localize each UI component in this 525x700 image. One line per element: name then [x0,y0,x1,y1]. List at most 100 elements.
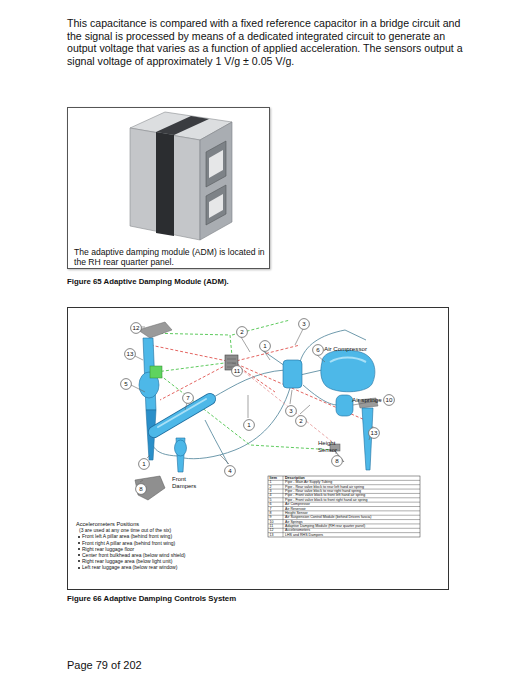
table-cell: 13 [270,533,274,537]
table-cell: 10 [270,520,274,524]
connector-socket [206,141,226,187]
note-row: Right rear luggage floor [76,546,251,552]
control-module [150,366,162,378]
callout-number: 12 [126,322,146,334]
table-cell: Item [270,476,277,480]
air-reservoir-outline [154,399,210,432]
table-border [268,476,420,537]
callout-number: 4 [220,465,240,477]
note-text: Front left A pillar area (behind front w… [82,533,172,539]
note-row: Right rear luggage area (below light uni… [76,558,251,564]
table-cell: Air Suspension Control Module (behind Dr… [285,515,372,519]
accelerometer-notes: Accelerometers Positions(3 are used at a… [76,521,251,571]
note-text: Right rear luggage floor [82,546,134,552]
table-cell: Description [285,476,305,480]
table-cell: Air Reservoir [285,507,306,511]
table-cell: 2 [270,485,272,489]
table-cell: 5 [270,498,272,502]
figure-caption: Figure 66 Adaptive Damping Controls Syst… [67,594,236,603]
note-row: Accelerometers Positions [76,521,251,527]
callout-node: 3 [298,318,310,330]
callout-number: 11 [227,365,247,377]
callout-node: 2 [295,415,307,427]
air-spring [336,395,353,416]
table-cell: LHS and RHS Dampers [285,533,323,537]
callout-number: 10 [379,394,399,406]
reservoir-highlight [158,399,206,427]
table-cell: 3 [270,489,272,493]
callout-number: 2 [291,415,311,427]
table-cell: Pipe - Front valve block to front left h… [285,493,365,497]
callout-number: 3 [281,405,301,417]
page-number: Page 79 of 202 [67,659,142,672]
module-illustration [130,112,232,240]
table-cell: Height Sensor [285,511,308,515]
module-front [130,128,200,240]
figure-caption: Figure 65 Adaptive Damping Module (ADM). [67,277,229,286]
valve-block [283,360,302,388]
bullet-dot [78,554,80,556]
callout-node: 8 [135,483,147,495]
bullet-dot [78,548,80,550]
rear-damper [362,408,373,470]
note-row: Front right A pillar area (behind front … [76,540,251,546]
table-cell: Pipe - Rear valve block to rear left han… [285,485,364,489]
callout-node: 1 [243,419,255,431]
callout-node: 1 [259,340,271,352]
connector-pins [209,194,223,218]
module-band [156,116,209,135]
callout-number: 5 [116,378,136,390]
table-cell: Accelerometers [285,528,310,532]
bullet-dot [78,567,80,569]
air-spring [175,440,187,456]
table-cell: Adaptive Damping Module (RH rear quarter… [285,524,365,528]
note-row: (3 are used at any one time out of the s… [76,527,251,533]
callout-node: 13 [368,427,380,439]
signal-wire [145,320,335,450]
table-cell: 8 [270,511,272,515]
body-text: This capacitance is compared with a fixe… [67,17,465,67]
figure-frame: The adaptive damping module (ADM) is loc… [67,107,270,269]
part-label: Air springs [352,396,381,403]
note-text: Right rear luggage area (below light uni… [82,558,172,564]
table-cell: 1 [270,480,272,484]
table-cell: Pipe - Rear valve block to rear right ha… [285,489,361,493]
callout-number: 13 [364,427,384,439]
bullet-dot [78,542,80,544]
callout-node: 5 [120,378,132,390]
table-cell: 7 [270,507,272,511]
part-label: Height Sensor [318,440,348,453]
callout-number: 1 [239,419,259,431]
air-compressor [321,350,375,392]
bullet-dot [78,536,80,538]
module-band [156,132,174,236]
table-cell: Air Springs [285,520,303,524]
callout-number: 3 [294,318,314,330]
note-text: Front right A pillar area (behind front … [82,540,175,546]
note-row: Front left A pillar area (behind front w… [76,533,251,539]
callout-number: 1 [255,340,275,352]
table-cell: 9 [270,515,272,519]
note-text: (3 are used at any one time out of the s… [79,527,171,533]
part-label: Front Dampers [172,476,204,489]
module-side [200,122,232,240]
table-cell: 12 [270,528,274,532]
callout-node: 12 [130,322,142,334]
table-cell: 4 [270,493,272,497]
callout-number: 8 [131,483,151,495]
parts-table-grid [268,476,420,537]
figure-frame: Accelerometers Positions(3 are used at a… [67,307,449,590]
system-illustration [129,320,382,500]
callout-node: 4 [224,465,236,477]
part-label: Air Compressor [324,345,367,352]
callout-number: 7 [178,392,198,404]
callout-node: 11 [231,365,243,377]
callout-number: 13 [120,348,140,360]
compressor-highlight [330,358,366,363]
table-cell: Pipe - Main Air Supply Tubing [285,480,332,484]
callout-number: 2 [232,326,252,338]
note-row: Center front bulkhead area (below wind s… [76,552,251,558]
note-row: Left rear luggage area (below rear windo… [76,564,251,570]
note-text: Left rear luggage area (below rear windo… [82,564,177,570]
connector-pins [209,150,223,178]
